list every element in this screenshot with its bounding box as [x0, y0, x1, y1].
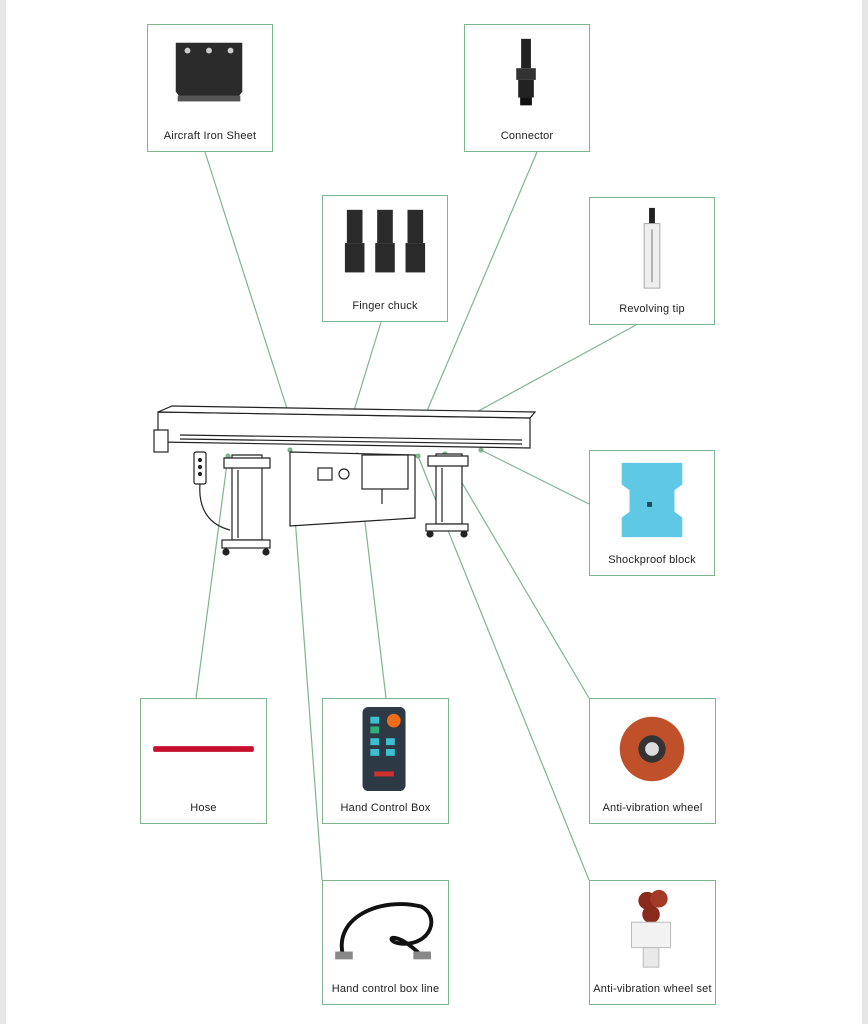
page-frame-right	[862, 0, 868, 1024]
shockproof-block-label: Shockproof block	[608, 554, 696, 566]
anti-vibration-wheel-set-label: Anti-vibration wheel set	[593, 983, 712, 995]
finger-chuck-label: Finger chuck	[352, 300, 418, 312]
hose-label: Hose	[190, 802, 217, 814]
hand-control-box-label: Hand Control Box	[340, 802, 431, 814]
leader-revolving-tip	[448, 324, 637, 428]
anti-vibration-wheel-image	[590, 705, 715, 793]
anti-vibration-wheel-set-image	[590, 887, 715, 974]
part-box-hand-control-box-line: Hand control box line	[322, 880, 449, 1005]
revolving-tip-image	[590, 204, 714, 294]
anti-vibration-wheel-label: Anti-vibration wheel	[602, 802, 703, 814]
part-box-hand-control-box: Hand Control Box	[322, 698, 449, 824]
connector-image	[465, 31, 589, 121]
hand-control-box-image	[323, 705, 448, 793]
hand-control-box-line-image	[323, 887, 448, 974]
leader-aircraft-iron-sheet	[204, 151, 291, 419]
revolving-tip-label: Revolving tip	[619, 303, 685, 315]
page-frame-left	[0, 0, 6, 1024]
part-box-finger-chuck: Finger chuck	[322, 195, 448, 322]
leader-anti-vibration-wheel	[444, 453, 590, 699]
aircraft-iron-sheet-image	[148, 31, 272, 121]
part-box-shockproof-block: Shockproof block	[589, 450, 715, 576]
part-box-aircraft-iron-sheet: Aircraft Iron Sheet	[147, 24, 273, 152]
shockproof-block-image	[590, 457, 714, 545]
hose-image	[141, 705, 266, 793]
leader-shockproof-block	[480, 449, 590, 505]
part-box-connector: Connector	[464, 24, 590, 152]
finger-chuck-image	[323, 202, 447, 291]
aircraft-iron-sheet-label: Aircraft Iron Sheet	[163, 130, 257, 142]
part-box-anti-vibration-wheel: Anti-vibration wheel	[589, 698, 716, 824]
part-box-anti-vibration-wheel-set: Anti-vibration wheel set	[589, 880, 716, 1005]
connector-label: Connector	[500, 130, 554, 142]
part-box-revolving-tip: Revolving tip	[589, 197, 715, 325]
leader-connector	[420, 151, 538, 426]
part-box-hose: Hose	[140, 698, 267, 824]
hand-control-box-line-label: Hand control box line	[331, 983, 440, 995]
leader-hose	[195, 455, 229, 699]
bar-feeder-machine	[153, 405, 537, 556]
